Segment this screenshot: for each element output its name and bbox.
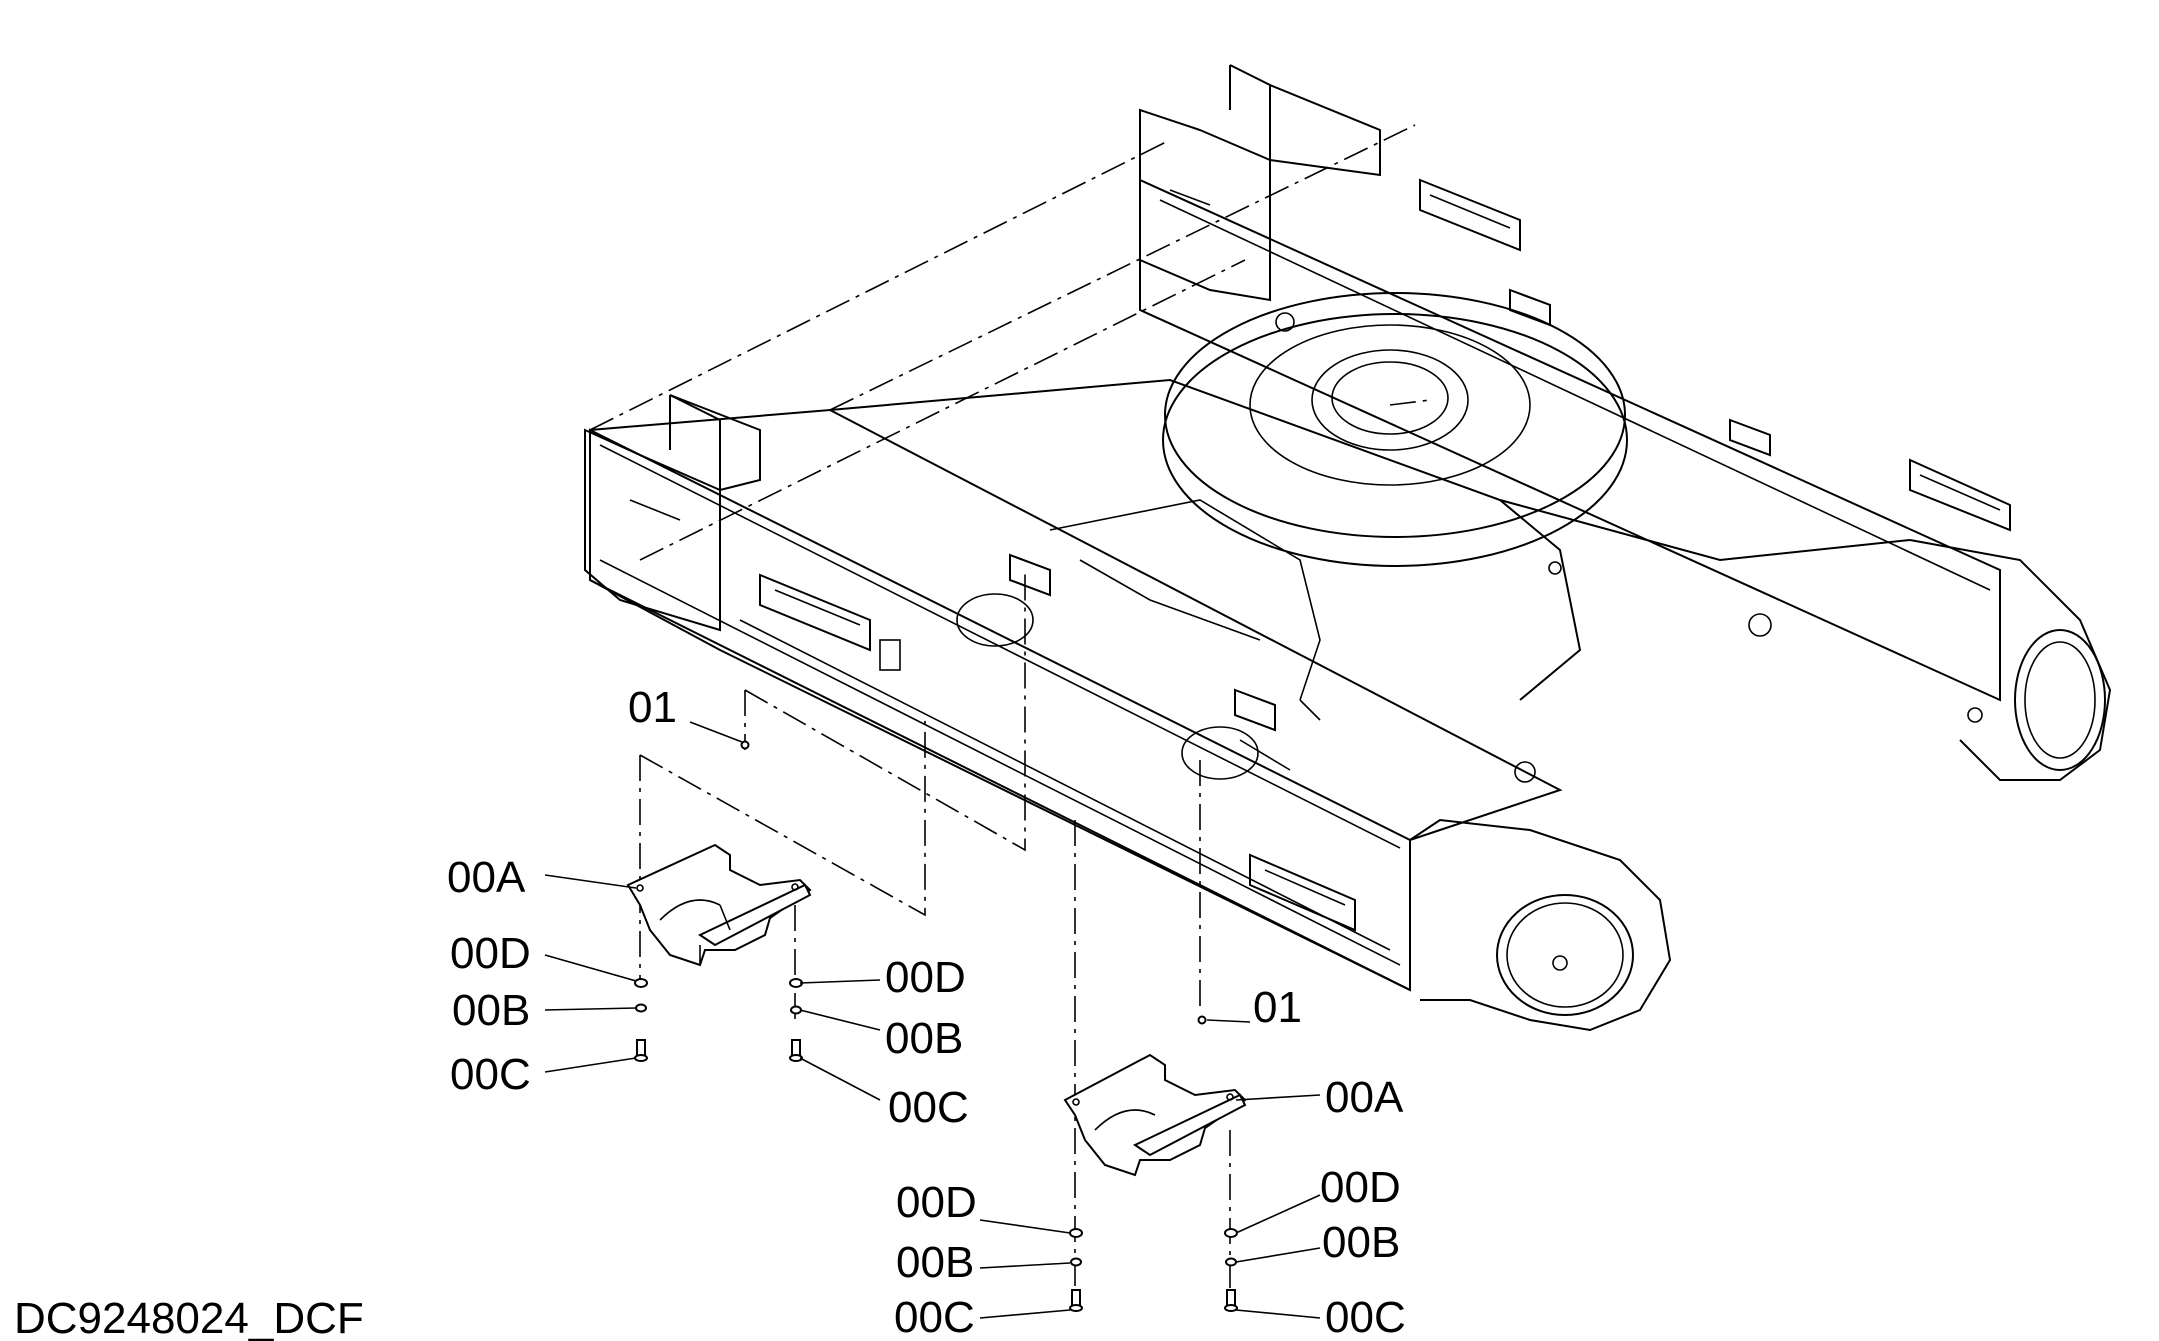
callout-left-00B-a: 00B xyxy=(452,986,530,1035)
callout-right-00B-b: 00B xyxy=(1322,1218,1400,1267)
callout-left-00A: 00A xyxy=(447,853,526,902)
callout-left-00C-a: 00C xyxy=(450,1050,531,1099)
callout-right-00C-b: 00C xyxy=(1325,1293,1406,1341)
drawing-code: DC9248024_DCF xyxy=(14,1294,364,1341)
callout-right-00D-b: 00D xyxy=(1320,1163,1401,1212)
projection-lines xyxy=(589,124,1431,1300)
track-frame xyxy=(584,64,2112,1032)
callout-right-00B-a: 00B xyxy=(896,1238,974,1287)
callout-left-00D-b: 00D xyxy=(885,953,966,1002)
callout-right-00D-a: 00D xyxy=(896,1178,977,1227)
callout-left-01: 01 xyxy=(628,683,677,732)
track-guide-left xyxy=(626,843,812,1062)
callout-right-01: 01 xyxy=(1253,983,1302,1032)
callout-left-00D-a: 00D xyxy=(450,929,531,978)
callout-labels: 01 01 00A 00D 00B 00C 00D 00B 00C 00A 00… xyxy=(447,683,1406,1341)
callout-left-00B-b: 00B xyxy=(885,1014,963,1063)
part-01-left xyxy=(740,740,750,750)
track-guide-right xyxy=(1063,1053,1247,1312)
callout-left-00C-b: 00C xyxy=(888,1083,969,1132)
part-01-right xyxy=(1197,1015,1207,1025)
leader-lines xyxy=(544,721,1321,1319)
callout-right-00A: 00A xyxy=(1325,1073,1404,1122)
callout-right-00C-a: 00C xyxy=(894,1293,975,1341)
